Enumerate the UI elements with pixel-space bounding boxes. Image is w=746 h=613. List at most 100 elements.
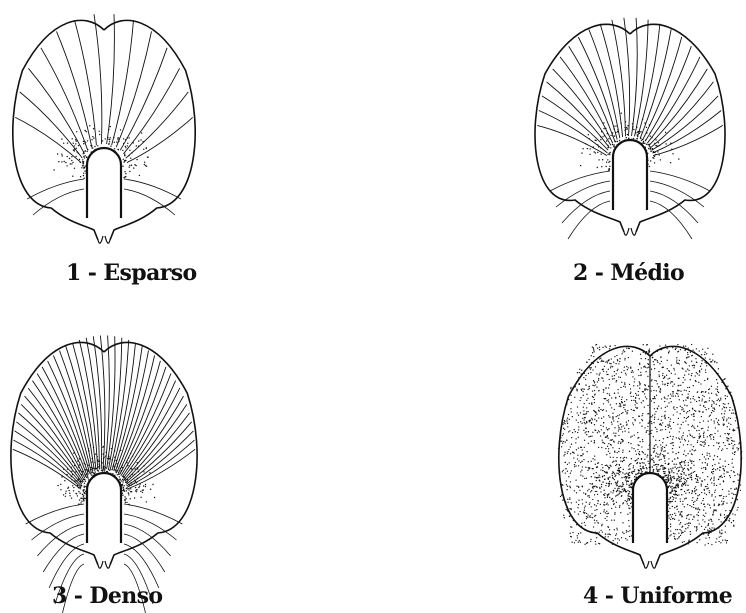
shading-dot: [697, 498, 698, 499]
stipple-dot: [614, 519, 615, 520]
petal-vein: [124, 534, 165, 572]
stipple-dot: [656, 452, 657, 453]
stipple-dot: [664, 458, 665, 459]
stipple-dot: [662, 446, 663, 447]
shading-dot: [606, 162, 607, 163]
stipple-dot: [687, 444, 688, 445]
stipple-dot: [567, 426, 568, 427]
shading-dot: [607, 159, 608, 160]
stipple-dot: [570, 487, 571, 488]
stipple-dot: [613, 490, 614, 491]
stipple-dot: [614, 512, 615, 513]
shading-dot: [654, 156, 655, 157]
stipple-dot: [640, 463, 641, 464]
stipple-dot: [616, 403, 617, 404]
stipple-dot: [686, 397, 687, 398]
stipple-dot: [707, 484, 708, 485]
stipple-dot: [679, 536, 680, 537]
stipple-dot: [723, 420, 724, 421]
stipple-dot: [669, 473, 670, 474]
stipple-dot: [630, 436, 631, 437]
stipple-dot: [705, 458, 706, 459]
stipple-dot: [576, 449, 577, 450]
stipple-dot: [657, 454, 658, 455]
stipple-dot: [627, 514, 628, 515]
stipple-dot: [707, 379, 708, 380]
stipple-dot: [691, 373, 692, 374]
shading-dot: [629, 451, 630, 452]
stipple-dot: [614, 375, 615, 376]
stipple-dot: [694, 471, 695, 472]
stipple-dot: [628, 357, 629, 358]
stipple-dot: [722, 408, 723, 409]
petal-vein: [126, 422, 192, 485]
stipple-dot: [651, 421, 652, 422]
stipple-dot: [598, 430, 599, 431]
stipple-dot: [653, 364, 654, 365]
shading-dot: [653, 462, 654, 463]
shading-dot: [86, 477, 87, 478]
petal-vein: [75, 20, 97, 145]
stipple-dot: [593, 348, 594, 349]
stipple-dot: [679, 363, 680, 364]
stipple-dot: [702, 411, 703, 412]
stipple-dot: [677, 529, 678, 530]
stipple-dot: [593, 473, 594, 474]
stipple-dot: [711, 519, 712, 520]
stipple-dot: [693, 516, 694, 517]
stipple-dot: [717, 422, 718, 423]
stipple-dot: [653, 469, 654, 470]
stipple-dot: [591, 490, 592, 491]
stipple-dot: [726, 496, 727, 497]
stipple-dot: [599, 543, 600, 544]
stipple-dot: [669, 535, 670, 536]
shading-dot: [130, 491, 131, 492]
stipple-dot: [680, 535, 681, 536]
stipple-dot: [602, 369, 603, 370]
shading-dot: [79, 499, 80, 500]
stipple-dot: [714, 504, 715, 505]
stipple-dot: [662, 381, 663, 382]
stipple-dot: [693, 364, 694, 365]
stipple-dot: [598, 522, 599, 523]
shading-dot: [601, 154, 602, 155]
shading-dot: [136, 145, 137, 146]
stipple-dot: [701, 503, 702, 504]
stipple-dot: [592, 369, 593, 370]
shading-dot: [675, 486, 676, 487]
shading-dot: [127, 143, 128, 144]
petal-vein: [542, 96, 608, 150]
stipple-dot: [630, 396, 631, 397]
stipple-dot: [624, 428, 625, 429]
stipple-dot: [578, 486, 579, 487]
stipple-dot: [631, 498, 632, 499]
stipple-dot: [632, 351, 633, 352]
stipple-dot: [705, 462, 706, 463]
shading-dot: [84, 498, 85, 499]
stipple-dot: [729, 520, 730, 521]
stipple-dot: [640, 468, 641, 469]
stipple-dot: [716, 404, 717, 405]
shading-dot: [670, 497, 671, 498]
stipple-dot: [694, 437, 695, 438]
stipple-dot: [691, 414, 692, 415]
stipple-dot: [628, 420, 629, 421]
stipple-dot: [612, 375, 613, 376]
stipple-dot: [614, 529, 615, 530]
stipple-dot: [585, 379, 586, 380]
stipple-dot: [723, 423, 724, 424]
shading-dot: [152, 484, 153, 485]
stipple-dot: [708, 487, 709, 488]
stipple-dot: [591, 476, 592, 477]
stipple-dot: [641, 367, 642, 368]
stipple-dot: [617, 415, 618, 416]
stipple-dot: [574, 511, 575, 512]
stipple-dot: [582, 391, 583, 392]
stipple-dot: [574, 429, 575, 430]
stipple-dot: [711, 419, 712, 420]
stipple-dot: [701, 445, 702, 446]
shading-dot: [139, 486, 140, 487]
shading-dot: [609, 154, 610, 155]
stipple-dot: [657, 360, 658, 361]
stipple-dot: [666, 375, 667, 376]
